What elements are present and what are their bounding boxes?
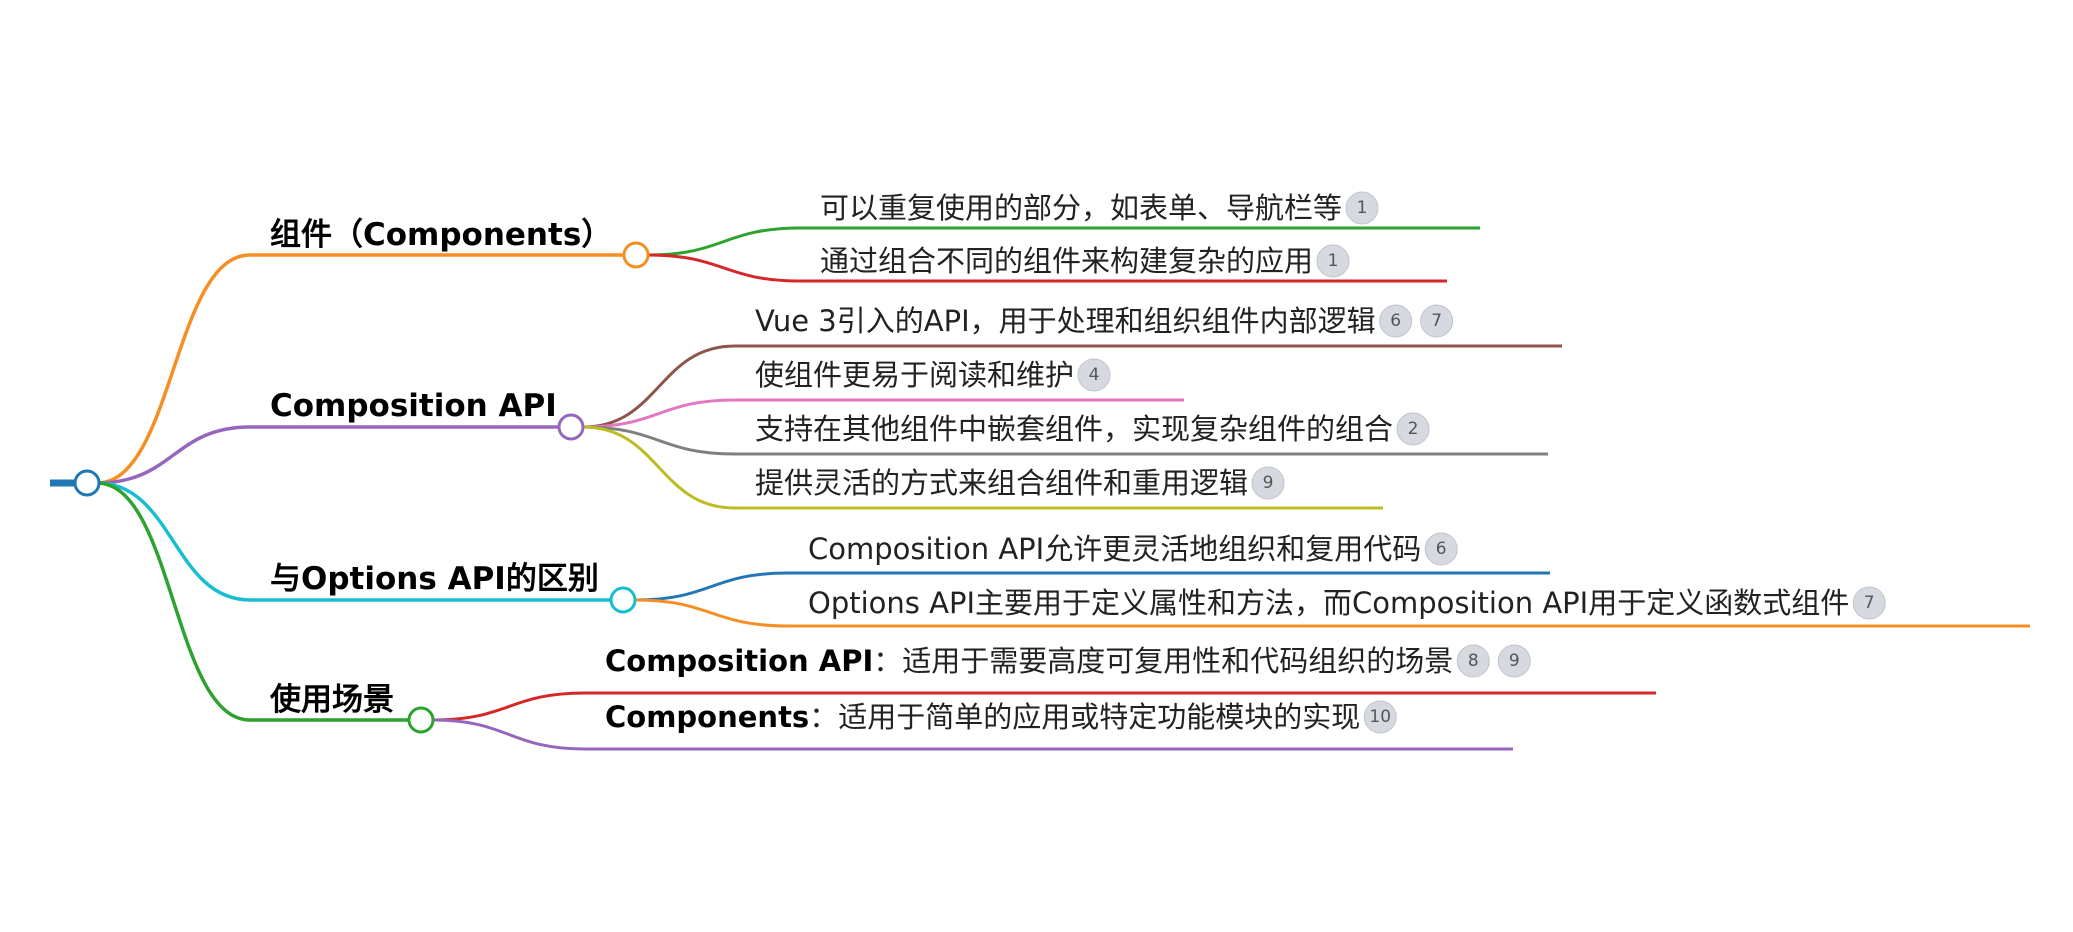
leaf-item[interactable]: Composition API允许更灵活地组织和复用代码 6: [634, 532, 1550, 602]
leaf-body: Composition API允许更灵活地组织和复用代码: [808, 532, 1421, 566]
leaf-text: 可以重复使用的部分，如表单、导航栏等: [820, 191, 1342, 225]
leaf-connector: [582, 425, 736, 510]
leaf-body: 可以重复使用的部分，如表单、导航栏等: [820, 191, 1342, 225]
badge-number: 1: [1357, 198, 1368, 218]
reference-badge[interactable]: 8: [1456, 644, 1490, 678]
badge-circle: [1420, 304, 1454, 338]
badge-number: 4: [1089, 365, 1100, 385]
leaf-item[interactable]: 通过组合不同的组件来构建复杂的应用 1: [647, 244, 1447, 283]
branch-node[interactable]: [622, 241, 650, 269]
leaf-item[interactable]: 可以重复使用的部分，如表单、导航栏等 1: [647, 191, 1480, 257]
reference-badge[interactable]: 1: [1345, 191, 1379, 225]
leaf-body: 通过组合不同的组件来构建复杂的应用: [820, 244, 1313, 278]
leaf-connector: [582, 344, 736, 429]
reference-badge[interactable]: 7: [1420, 304, 1454, 338]
branch-label[interactable]: 使用场景: [269, 682, 394, 718]
badge-circle: [1852, 586, 1886, 620]
branch-scenarios: 使用场景 Composition API：适用于需要高度可复用性和代码组织的场景 8…: [96, 481, 1656, 751]
badge-circle: [1379, 304, 1413, 338]
badge-circle: [1251, 466, 1285, 500]
leaf-text: Composition API：适用于需要高度可复用性和代码组织的场景: [605, 644, 1453, 678]
reference-badge[interactable]: 10: [1363, 700, 1397, 734]
badge-circle: [1345, 191, 1379, 225]
leaf-connector: [647, 253, 801, 283]
branch-label[interactable]: Composition API: [270, 388, 557, 424]
leaf-text: Components：适用于简单的应用或特定功能模块的实现: [605, 700, 1360, 734]
badge-number: 10: [1369, 707, 1391, 727]
badge-number: 6: [1390, 311, 1401, 331]
badge-number: 6: [1436, 539, 1447, 559]
branch-node[interactable]: [557, 413, 585, 441]
branch-connector: [96, 253, 251, 485]
badge-circle: [1363, 700, 1397, 734]
branch-label[interactable]: 与Options API的区别: [270, 561, 599, 597]
reference-badge[interactable]: 6: [1424, 532, 1458, 566]
reference-badge[interactable]: 1: [1316, 244, 1350, 278]
branch-label[interactable]: 组件（Components）: [270, 217, 612, 253]
branch-node[interactable]: [609, 586, 637, 614]
leaf-body: ：适用于需要高度可复用性和代码组织的场景: [873, 644, 1453, 678]
badge-number: 2: [1408, 419, 1419, 439]
leaf-connector: [432, 691, 586, 722]
branch-difference: 与Options API的区别 Composition API允许更灵活地组织和复…: [96, 481, 2030, 628]
leaf-connector: [582, 398, 736, 429]
leaf-body: 使组件更易于阅读和维护: [755, 358, 1074, 392]
leaf-text: 提供灵活的方式来组合组件和重用逻辑: [755, 466, 1248, 500]
leaf-connector: [432, 718, 586, 751]
branch-connector: [96, 481, 251, 602]
leaf-connector: [634, 571, 789, 602]
branch-connector: [96, 425, 251, 485]
badge-circle: [1424, 532, 1458, 566]
branch-node[interactable]: [407, 706, 435, 734]
leaf-body: 提供灵活的方式来组合组件和重用逻辑: [755, 466, 1248, 500]
reference-badge[interactable]: 6: [1379, 304, 1413, 338]
root-node[interactable]: [73, 469, 101, 497]
badge-number: 9: [1509, 651, 1520, 671]
reference-badge[interactable]: 7: [1852, 586, 1886, 620]
leaf-text: 通过组合不同的组件来构建复杂的应用: [820, 244, 1313, 278]
badge-number: 7: [1431, 311, 1442, 331]
leaf-item[interactable]: Vue 3引入的API，用于处理和组织组件内部逻辑 6 7: [582, 304, 1562, 429]
badge-circle: [1396, 412, 1430, 446]
leaf-text: Vue 3引入的API，用于处理和组织组件内部逻辑: [755, 304, 1376, 338]
leaf-body: Vue 3引入的API，用于处理和组织组件内部逻辑: [755, 304, 1376, 338]
reference-badge[interactable]: 4: [1077, 358, 1111, 392]
leaf-bold-term: Components: [605, 700, 809, 734]
reference-badge[interactable]: 2: [1396, 412, 1430, 446]
badge-number: 1: [1328, 251, 1339, 271]
badge-circle: [1316, 244, 1350, 278]
leaf-body: ：适用于简单的应用或特定功能模块的实现: [809, 700, 1360, 734]
leaf-text: Composition API允许更灵活地组织和复用代码: [808, 532, 1421, 566]
leaf-item[interactable]: Components：适用于简单的应用或特定功能模块的实现 10: [432, 700, 1513, 751]
leaf-text: Options API主要用于定义属性和方法，而Composition API用…: [808, 586, 1849, 620]
branch-connector: [96, 481, 251, 722]
leaf-connector: [634, 598, 789, 628]
leaf-connector: [647, 226, 801, 257]
leaf-item[interactable]: 使组件更易于阅读和维护 4: [582, 358, 1184, 429]
leaf-item[interactable]: Composition API：适用于需要高度可复用性和代码组织的场景 8 9: [432, 644, 1656, 722]
badge-circle: [1077, 358, 1111, 392]
leaf-connector: [582, 425, 736, 456]
leaf-body: 支持在其他组件中嵌套组件，实现复杂组件的组合: [755, 412, 1393, 446]
leaf-item[interactable]: Options API主要用于定义属性和方法，而Composition API用…: [634, 586, 2030, 628]
badge-number: 9: [1263, 473, 1274, 493]
reference-badge[interactable]: 9: [1497, 644, 1531, 678]
badge-number: 7: [1864, 593, 1875, 613]
branch-composition: Composition API Vue 3引入的API，用于处理和组织组件内部逻辑…: [96, 304, 1562, 510]
leaf-item[interactable]: 支持在其他组件中嵌套组件，实现复杂组件的组合 2: [582, 412, 1548, 456]
badge-number: 8: [1468, 651, 1479, 671]
leaf-body: Options API主要用于定义属性和方法，而Composition API用…: [808, 586, 1849, 620]
leaf-text: 支持在其他组件中嵌套组件，实现复杂组件的组合: [755, 412, 1393, 446]
leaf-bold-term: Composition API: [605, 644, 873, 678]
badge-circle: [1456, 644, 1490, 678]
leaf-text: 使组件更易于阅读和维护: [755, 358, 1074, 392]
leaf-item[interactable]: 提供灵活的方式来组合组件和重用逻辑 9: [582, 425, 1383, 510]
reference-badge[interactable]: 9: [1251, 466, 1285, 500]
badge-circle: [1497, 644, 1531, 678]
